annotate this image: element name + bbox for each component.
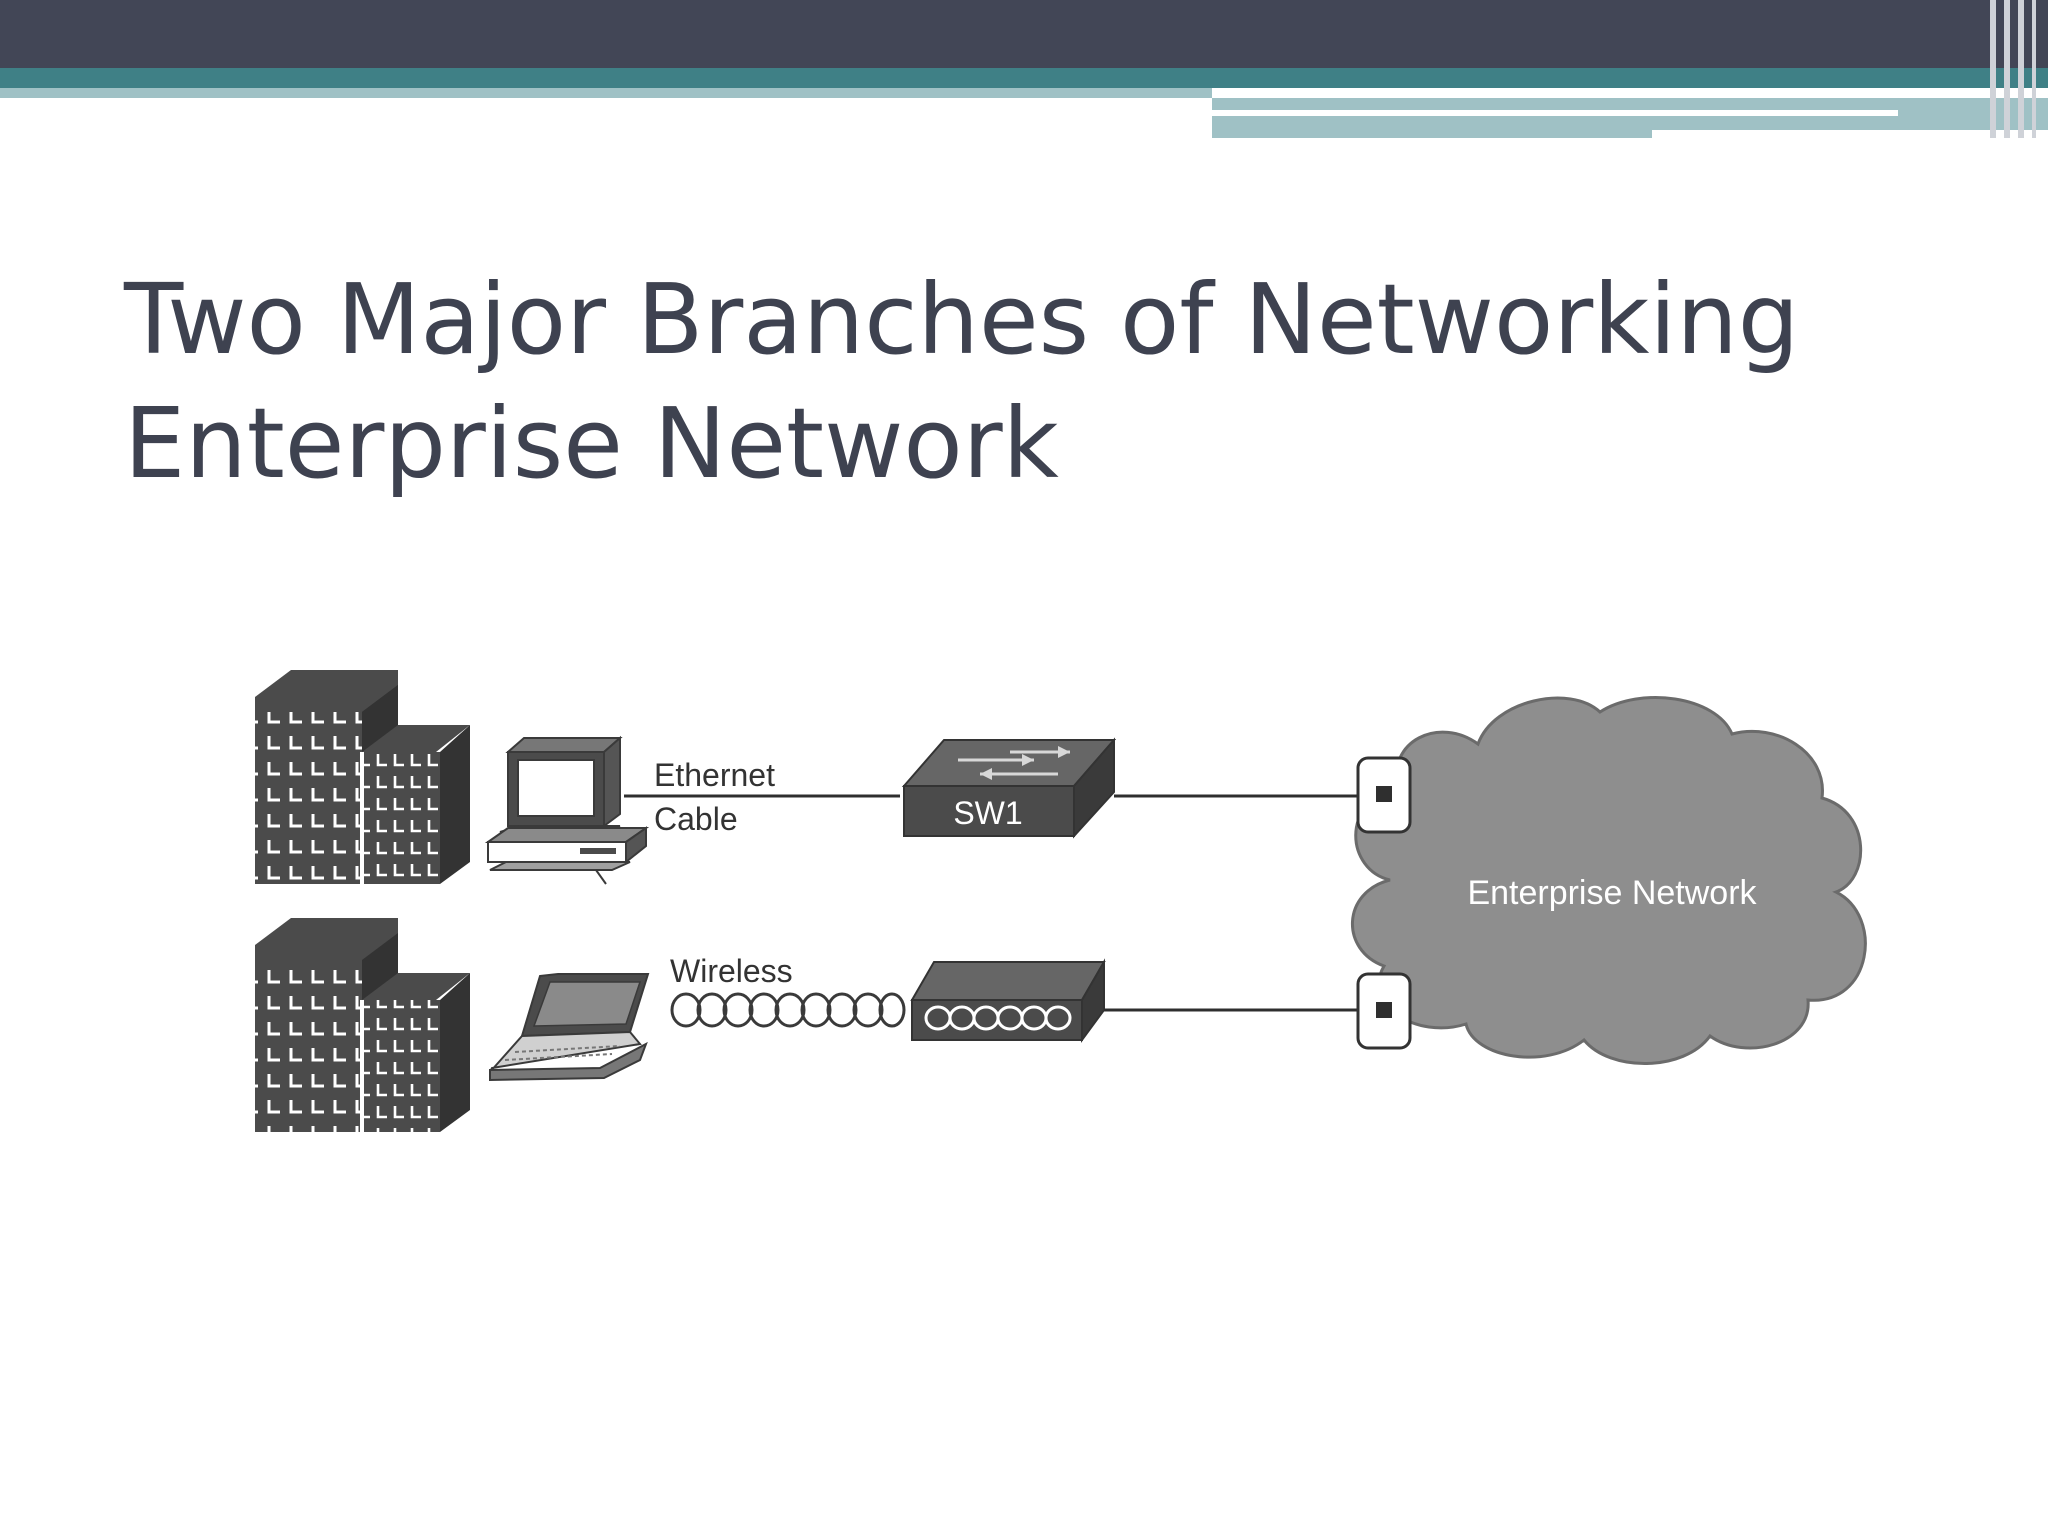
building-icon-bottom — [255, 918, 470, 1132]
header-dark-band — [0, 0, 2048, 68]
slide-title-line2: Enterprise Network — [124, 387, 1059, 500]
header-edge-stripe-4 — [2032, 0, 2036, 138]
header-edge-stripe-2 — [2004, 0, 2010, 138]
header-teal-band — [0, 68, 2048, 88]
building-icon-top — [255, 670, 470, 884]
header-decoration — [0, 0, 2048, 140]
header-edge-stripe-1 — [1990, 0, 1996, 138]
switch-icon — [901, 737, 1117, 839]
header-light-band-left — [0, 88, 1212, 98]
cloud-port-bottom-icon — [1356, 972, 1412, 1050]
enterprise-network-cloud-icon — [1350, 696, 1867, 1065]
desktop-computer-icon — [484, 735, 650, 885]
laptop-icon — [489, 973, 650, 1082]
ethernet-label-line2: Cable — [654, 801, 738, 837]
cloud-label: Enterprise Network — [1467, 874, 1757, 912]
switch-label: SW1 — [953, 795, 1022, 831]
wireless-signal-icon — [670, 992, 906, 1028]
slide-title-line1: Two Major Branches of Networking — [124, 263, 1800, 376]
header-white-line-2 — [1652, 130, 2048, 140]
header-white-line-1 — [1212, 110, 1898, 116]
slide-title: Two Major Branches of Networking Enterpr… — [124, 258, 1799, 506]
wireless-label: Wireless — [670, 953, 793, 989]
ethernet-label-line1: Ethernet — [654, 757, 775, 793]
header-edge-stripe-3 — [2018, 0, 2024, 138]
wireless-access-device-icon — [910, 958, 1106, 1044]
cloud-port-top-icon — [1356, 756, 1412, 834]
